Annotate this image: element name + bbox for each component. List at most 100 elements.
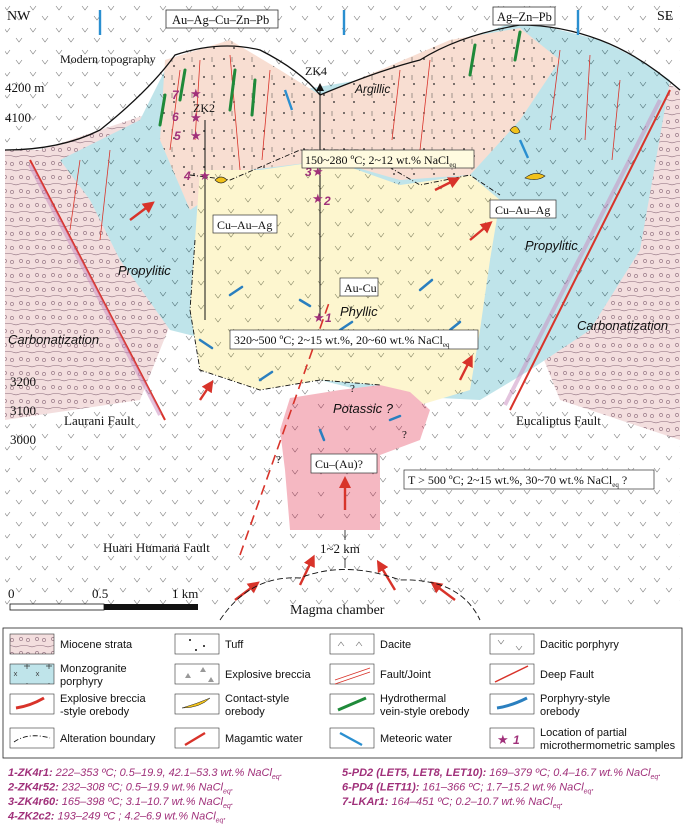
sample-entry: 7-LKAr1: 164–451 ºC; 0.2–10.7 wt.% NaCle… bbox=[342, 796, 564, 810]
propylitic-left-label: Propylitic bbox=[118, 263, 171, 278]
legend-label-magmatic-water: Magamtic water bbox=[225, 733, 303, 745]
temp-mid-label: 320~500 ºC; 2~15 wt.%, 20~60 wt.% NaCleq bbox=[234, 333, 450, 349]
se-label: SE bbox=[657, 9, 673, 24]
legend-symbol-dacite bbox=[329, 633, 375, 655]
legend-symbol-meteoric-water bbox=[329, 727, 375, 749]
nw-label: NW bbox=[7, 9, 31, 24]
porphyry-veins bbox=[198, 278, 462, 442]
legend-sample-number: 1 bbox=[513, 733, 520, 747]
cu-au-label: Cu–(Au)? bbox=[315, 457, 363, 471]
deposit-right-box bbox=[492, 6, 556, 26]
laurani-fault-label: Laurani Fault bbox=[64, 413, 135, 428]
temp-mid-box bbox=[229, 329, 479, 350]
legend-symbol-explosive-breccia bbox=[174, 663, 220, 685]
sample-entry: 1-ZK4r1: 222–353 ºC; 0.5–19.9, 42.1–53.3… bbox=[8, 767, 283, 781]
legend-label-dacite: Dacite bbox=[380, 639, 411, 651]
laurani-fault-line bbox=[29, 159, 166, 421]
legend-label-monzogranite-line2: porphyry bbox=[60, 676, 103, 688]
eucaliptus-fault-line bbox=[509, 89, 671, 411]
legend-label-porphyry-orebody-line1: Porphyry-style bbox=[540, 693, 610, 705]
sample-number-3: 3 bbox=[305, 165, 312, 179]
deposit-right-label: Ag–Zn–Pb bbox=[497, 10, 552, 24]
deposit-center-label: Au–Ag–Cu–Zn–Pb bbox=[172, 13, 269, 27]
propylitic-right-label: Propylitic bbox=[525, 238, 578, 253]
alteration-boundary-lower bbox=[189, 239, 381, 391]
q-mark-1: ? bbox=[350, 383, 355, 395]
svg-text:★: ★ bbox=[312, 164, 324, 179]
scale-bar-white bbox=[9, 603, 105, 611]
legend-label-eb-orebody: Explosive breccia-style orebody bbox=[60, 693, 146, 718]
elevation-3000: 3000 bbox=[10, 432, 36, 447]
svg-text:★: ★ bbox=[190, 110, 202, 125]
eucaliptus-fault-label: Eucaliptus Fault bbox=[516, 413, 601, 428]
legend-label-explosive-breccia: Explosive breccia bbox=[225, 669, 311, 681]
legend-symbol-tuff bbox=[174, 633, 220, 655]
legend-label-vein-orebody-line1: Hydrothermal bbox=[380, 693, 446, 705]
eucaliptus-fault-zone bbox=[503, 99, 662, 406]
legend-label-dacitic-porphyry: Dacitic porphyry bbox=[540, 639, 619, 651]
scale-bar-black bbox=[104, 604, 198, 610]
legend-label-contact-orebody-line1: Contact-style bbox=[225, 693, 289, 705]
sample-number-4: 4 bbox=[183, 169, 191, 183]
contact-orebodies bbox=[214, 126, 546, 184]
sample-entry: 6-PD4 (LET11): 161–366 ºC; 1.7–15.2 wt.%… bbox=[342, 782, 595, 796]
svg-text:★: ★ bbox=[312, 191, 324, 206]
sample-stars: ★ ★ ★ ★ ★ ★ ★ bbox=[190, 86, 325, 325]
zk4-marker bbox=[316, 83, 324, 91]
temp-upper-label: 150~280 ºC; 2~12 wt.% NaCleq bbox=[305, 153, 456, 169]
svg-text:★: ★ bbox=[497, 732, 509, 747]
laurani-fault-zone bbox=[28, 164, 162, 416]
temp-low-box bbox=[403, 469, 655, 490]
legend-label-alteration-boundary: Alteration boundary bbox=[60, 733, 156, 745]
sample-number-1: 1 bbox=[325, 311, 332, 325]
sample-entry: 5-PD2 (LET5, LET8, LET10): 169–379 ºC; 0… bbox=[342, 767, 661, 781]
legend-symbol-miocene bbox=[9, 633, 55, 655]
cu-au-ag-left-box bbox=[212, 214, 278, 234]
cu-au-ag-right-box bbox=[489, 199, 557, 219]
legend-symbol-monzogranite bbox=[9, 663, 55, 685]
legend-label-vein-orebody-line2: vein-style orebody bbox=[380, 706, 470, 718]
huari-fault-label: Huari Humana Fault bbox=[103, 540, 210, 555]
elevation-4100: 4100 bbox=[5, 110, 31, 125]
argillic-label: Argillic bbox=[354, 82, 390, 96]
hydrothermal-veins bbox=[158, 30, 522, 127]
temp-low-label: T > 500 ºC; 2~15 wt.%, 30~70 wt.% NaCleq… bbox=[408, 473, 627, 489]
temp-upper-box bbox=[301, 149, 475, 169]
legend-symbol-sample bbox=[489, 727, 535, 749]
legend-label-monzogranite-line1: Monzogranite bbox=[60, 663, 127, 675]
sample-number-2: 2 bbox=[323, 194, 331, 208]
sample-number-7: 7 bbox=[172, 88, 180, 102]
magma-chamber-label: Magma chamber bbox=[290, 603, 385, 618]
phyllic-label: Phyllic bbox=[340, 304, 378, 319]
elevation-4200: 4200 m bbox=[5, 80, 44, 95]
depth-label: 1~2 km bbox=[320, 541, 360, 556]
scale-zero: 0 bbox=[8, 586, 15, 601]
svg-text:★: ★ bbox=[190, 86, 202, 101]
meteoric-water-arrows bbox=[98, 10, 580, 159]
sample-number-6: 6 bbox=[172, 110, 179, 124]
elevation-3200: 3200 bbox=[10, 374, 36, 389]
q-mark-2: ? bbox=[402, 429, 407, 441]
au-cu-label: Au-Cu bbox=[344, 281, 377, 295]
svg-text:★: ★ bbox=[199, 168, 211, 183]
deposit-center-box bbox=[165, 9, 279, 29]
cu-au-ag-left-label: Cu–Au–Ag bbox=[217, 218, 272, 232]
magma-chamber-outline bbox=[219, 569, 481, 621]
fault-joint-set bbox=[69, 49, 621, 241]
cu-au-box bbox=[310, 453, 378, 474]
sample-entry: 4-ZK2c2: 193–249 ºC ; 4.2–6.9 wt.% NaCle… bbox=[7, 811, 227, 825]
legend-label-sample-line1: Location of partial bbox=[540, 727, 627, 739]
elevation-3100: 3100 bbox=[10, 403, 36, 418]
au-cu-box bbox=[339, 277, 379, 297]
legend-label-meteoric-water: Meteoric water bbox=[380, 733, 452, 745]
zk4-label: ZK4 bbox=[305, 64, 327, 78]
sample-number-5: 5 bbox=[174, 129, 181, 143]
modern-topography-label: Modern topography bbox=[60, 52, 156, 66]
sample-entry: 3-ZK4r60: 165–398 ºC; 3.1–10.7 wt.% NaCl… bbox=[8, 796, 234, 810]
svg-text:★: ★ bbox=[190, 128, 202, 143]
